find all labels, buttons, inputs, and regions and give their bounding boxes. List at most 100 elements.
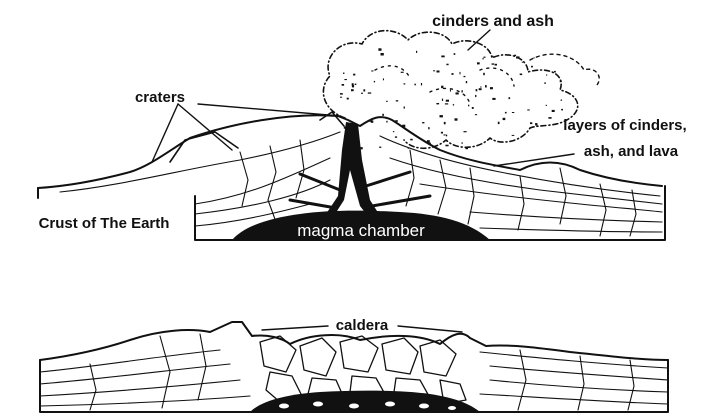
- cinder-particle: [512, 112, 514, 113]
- cinder-particle: [395, 136, 397, 137]
- cinder-particle: [343, 73, 344, 75]
- cinder-particle: [453, 104, 454, 105]
- cinder-particle: [490, 87, 493, 89]
- magma-chamber-label: magma chamber: [297, 221, 425, 240]
- cinder-particle: [527, 109, 529, 110]
- cinder-particle: [454, 53, 456, 55]
- cinder-particle: [533, 57, 534, 58]
- cinder-particle: [546, 105, 547, 106]
- cinder-particle: [480, 86, 481, 87]
- cinder-particle: [340, 93, 343, 95]
- cinder-particle: [437, 71, 440, 73]
- cinder-particle: [422, 122, 424, 123]
- cinder-particle: [560, 81, 562, 83]
- cinder-particle: [509, 97, 511, 99]
- cinder-particle: [441, 86, 443, 88]
- cinder-particle: [450, 90, 451, 92]
- cinder-particle: [495, 64, 497, 66]
- cinder-particle: [460, 72, 461, 75]
- crust-label: Crust of The Earth: [39, 215, 170, 232]
- cinder-particle: [352, 83, 354, 86]
- cinder-particle: [483, 58, 484, 60]
- cinder-particle: [512, 135, 515, 136]
- cinder-particle: [475, 95, 476, 97]
- cinder-particle: [475, 114, 477, 115]
- cinder-particle: [548, 117, 551, 119]
- cinder-particle: [378, 48, 381, 51]
- cinder-particle: [440, 115, 443, 117]
- cinder-particle: [445, 145, 448, 147]
- cinder-particle: [444, 134, 446, 135]
- cinder-particle: [404, 107, 405, 109]
- cinders-ash-label: cinders and ash: [432, 13, 554, 30]
- cinder-particle: [466, 81, 467, 83]
- cinder-particle: [404, 83, 406, 84]
- ash-cloud: [323, 31, 599, 150]
- craters-leaders: [152, 104, 340, 162]
- cinder-particle: [353, 74, 355, 76]
- layers-label-line2: ash, and lava: [584, 143, 679, 160]
- cinder-particle: [379, 147, 381, 148]
- cinder-particle: [396, 100, 398, 101]
- cinder-particle: [433, 70, 435, 71]
- volcano-cross-section: magma chamber cinders and ash craters la…: [38, 13, 687, 240]
- cinder-particle: [554, 71, 556, 73]
- cinder-particle: [361, 93, 363, 94]
- cinder-particle: [410, 139, 413, 141]
- cinder-particle: [361, 147, 363, 149]
- cinder-particle: [516, 56, 519, 58]
- cinder-particle: [503, 118, 506, 120]
- craters-label: craters: [135, 89, 185, 106]
- layers-label-line1: layers of cinders,: [563, 117, 686, 134]
- cinder-particle: [446, 100, 449, 102]
- cinder-particle: [374, 81, 375, 83]
- cinder-particle: [386, 121, 387, 123]
- cinder-particle: [340, 97, 342, 98]
- cinder-particle: [382, 114, 384, 116]
- cinder-particle: [445, 103, 448, 104]
- cinder-particle: [442, 99, 443, 101]
- cinder-particle: [472, 107, 474, 109]
- cinder-particle: [514, 55, 516, 56]
- cinder-particle: [401, 72, 404, 73]
- cinder-particle: [446, 64, 448, 65]
- cinder-particle: [363, 89, 365, 91]
- cinder-particle: [468, 105, 469, 107]
- cinder-particle: [464, 131, 467, 132]
- cinder-particle: [342, 84, 345, 86]
- cinder-particle: [444, 122, 446, 124]
- cinder-particle: [351, 89, 354, 91]
- cinder-particle: [446, 135, 447, 137]
- cinder-particle: [455, 118, 458, 120]
- cinder-particle: [477, 62, 480, 64]
- cinder-particle: [462, 90, 463, 92]
- cinder-particle: [441, 132, 443, 134]
- cinder-particle: [464, 76, 466, 77]
- cinder-particle: [441, 56, 444, 58]
- cinder-particle: [421, 83, 422, 85]
- caldera-cross-section: caldera: [40, 317, 668, 412]
- cinder-particle: [393, 131, 394, 132]
- cinder-particle: [498, 122, 500, 124]
- cinder-particle: [505, 112, 507, 114]
- cinder-particle: [491, 56, 493, 57]
- cinder-particle: [381, 53, 384, 56]
- cinder-particle: [492, 98, 495, 100]
- cinder-particle: [476, 89, 478, 91]
- cinder-particle: [386, 101, 388, 102]
- cinder-particle: [452, 73, 454, 75]
- cinder-particle: [520, 74, 523, 76]
- cinder-particle: [383, 78, 384, 80]
- cinder-particle: [484, 57, 486, 58]
- cinder-particle: [561, 99, 562, 101]
- cinder-particle: [492, 63, 495, 64]
- cinders-ash-leader: [468, 30, 490, 50]
- cinder-particle: [546, 74, 547, 75]
- cinder-particle: [344, 79, 347, 80]
- caldera-label: caldera: [336, 317, 389, 334]
- cinder-particle: [371, 70, 373, 71]
- cinder-particle: [485, 85, 487, 87]
- cinder-particle: [436, 103, 439, 104]
- cinder-particle: [428, 127, 429, 129]
